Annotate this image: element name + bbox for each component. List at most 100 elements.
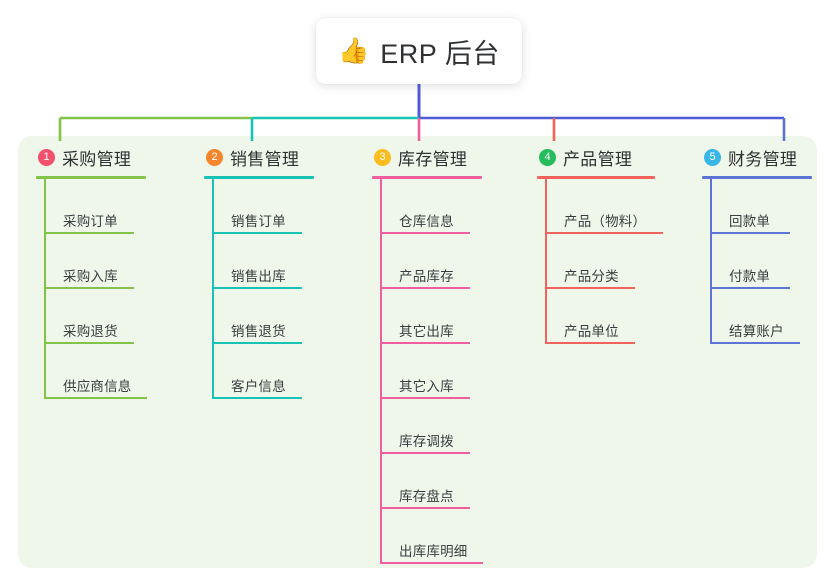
root-node-content: 👍 ERP 后台 (338, 32, 500, 71)
list-item[interactable]: 产品分类 (545, 234, 655, 289)
column-items: 采购订单采购入库采购退货供应商信息 (44, 179, 147, 399)
column-title: 库存管理 (398, 149, 468, 169)
list-item-label: 采购入库 (63, 269, 118, 284)
list-item-label: 仓库信息 (399, 214, 454, 229)
list-item-label: 销售退货 (231, 324, 286, 339)
column-items: 仓库信息产品库存其它出库其它入库库存调拨库存盘点出库库明细 (380, 179, 483, 564)
list-item-rule (380, 507, 470, 509)
list-item-rule (380, 397, 470, 399)
list-item[interactable]: 库存盘点 (380, 454, 482, 509)
list-item[interactable]: 产品库存 (380, 234, 482, 289)
column-badge-icon: 1 (38, 148, 55, 166)
list-item[interactable]: 结算账户 (710, 289, 812, 344)
list-item-label: 销售订单 (231, 214, 286, 229)
list-item[interactable]: 出库库明细 (380, 509, 483, 564)
list-item-rule (380, 452, 470, 454)
mindmap-panel (18, 136, 817, 568)
column-spine (44, 179, 46, 399)
list-item-label: 销售出库 (231, 269, 286, 284)
column-badge-icon: 4 (539, 148, 556, 166)
list-item-label: 产品（物料） (564, 214, 647, 229)
list-item[interactable]: 客户信息 (212, 344, 314, 399)
list-item[interactable]: 付款单 (710, 234, 812, 289)
list-item-rule (44, 342, 134, 344)
list-item-label: 回款单 (729, 214, 771, 229)
column-items: 产品（物料） 产品分类产品单位 (545, 179, 663, 344)
column-badge-icon: 5 (704, 148, 721, 166)
column-header-4[interactable]: 4 产品管理 (537, 144, 655, 170)
column-badge-icon: 2 (206, 148, 223, 166)
column-items: 销售订单销售出库销售退货客户信息 (212, 179, 314, 399)
list-item[interactable]: 采购订单 (44, 179, 146, 234)
list-item-label: 结算账户 (729, 324, 784, 339)
list-item-rule (44, 287, 134, 289)
list-item[interactable]: 供应商信息 (44, 344, 147, 399)
column-rule (702, 176, 812, 179)
list-item-rule (710, 342, 800, 344)
list-item[interactable]: 采购入库 (44, 234, 146, 289)
column-5: 5 财务管理回款单付款单结算账户 (702, 144, 812, 344)
list-item[interactable]: 销售退货 (212, 289, 314, 344)
list-item-rule (212, 397, 302, 399)
column-rule (36, 176, 146, 179)
list-item-label: 供应商信息 (63, 379, 132, 394)
list-item-label: 采购退货 (63, 324, 118, 339)
column-rule (537, 176, 655, 179)
list-item[interactable]: 销售订单 (212, 179, 314, 234)
list-item-rule (44, 397, 147, 399)
column-spine (380, 179, 382, 564)
column-3: 3 库存管理仓库信息产品库存其它出库其它入库库存调拨库存盘点出库库明细 (372, 144, 483, 564)
column-4: 4 产品管理产品（物料） 产品分类产品单位 (537, 144, 663, 344)
list-item-rule (545, 287, 635, 289)
list-item-rule (545, 342, 635, 344)
column-title: 财务管理 (728, 149, 798, 169)
list-item[interactable]: 其它出库 (380, 289, 482, 344)
list-item[interactable]: 产品单位 (545, 289, 655, 344)
column-header-2[interactable]: 2 销售管理 (204, 144, 314, 170)
column-header-3[interactable]: 3 库存管理 (372, 144, 482, 170)
list-item[interactable]: 产品（物料） (545, 179, 663, 234)
list-item-label: 客户信息 (231, 379, 286, 394)
list-item-rule (380, 342, 470, 344)
list-item-label: 产品库存 (399, 269, 454, 284)
list-item[interactable]: 其它入库 (380, 344, 482, 399)
column-2: 2 销售管理销售订单销售出库销售退货客户信息 (204, 144, 314, 399)
list-item[interactable]: 仓库信息 (380, 179, 482, 234)
list-item-label: 产品分类 (564, 269, 619, 284)
list-item-rule (212, 342, 302, 344)
list-item-label: 产品单位 (564, 324, 619, 339)
list-item[interactable]: 库存调拨 (380, 399, 482, 454)
column-spine (710, 179, 712, 344)
list-item[interactable]: 采购退货 (44, 289, 146, 344)
list-item-rule (44, 232, 134, 234)
column-rule (204, 176, 314, 179)
list-item-rule (710, 287, 790, 289)
thumbs-up-icon: 👍 (338, 36, 370, 65)
column-badge-icon: 3 (374, 148, 391, 166)
list-item-rule (380, 232, 470, 234)
column-spine (545, 179, 547, 344)
list-item-rule (212, 232, 302, 234)
column-header-5[interactable]: 5 财务管理 (702, 144, 812, 170)
list-item-rule (545, 232, 663, 234)
root-node-title: ERP 后台 (380, 38, 500, 69)
list-item-rule (710, 232, 790, 234)
list-item[interactable]: 回款单 (710, 179, 812, 234)
column-1: 1 采购管理采购订单采购入库采购退货供应商信息 (36, 144, 147, 399)
column-spine (212, 179, 214, 399)
list-item-label: 其它出库 (399, 324, 454, 339)
list-item-label: 库存调拨 (399, 434, 454, 449)
list-item-label: 出库库明细 (399, 544, 468, 559)
root-node-card[interactable]: 👍 ERP 后台 (316, 18, 522, 84)
column-header-1[interactable]: 1 采购管理 (36, 144, 146, 170)
list-item-label: 其它入库 (399, 379, 454, 394)
list-item-rule (212, 287, 302, 289)
column-title: 销售管理 (230, 149, 300, 169)
column-title: 采购管理 (62, 149, 132, 169)
list-item-label: 库存盘点 (399, 489, 454, 504)
column-rule (372, 176, 482, 179)
column-title: 产品管理 (563, 149, 633, 169)
list-item-rule (380, 287, 470, 289)
list-item[interactable]: 销售出库 (212, 234, 314, 289)
list-item-rule (380, 562, 483, 564)
